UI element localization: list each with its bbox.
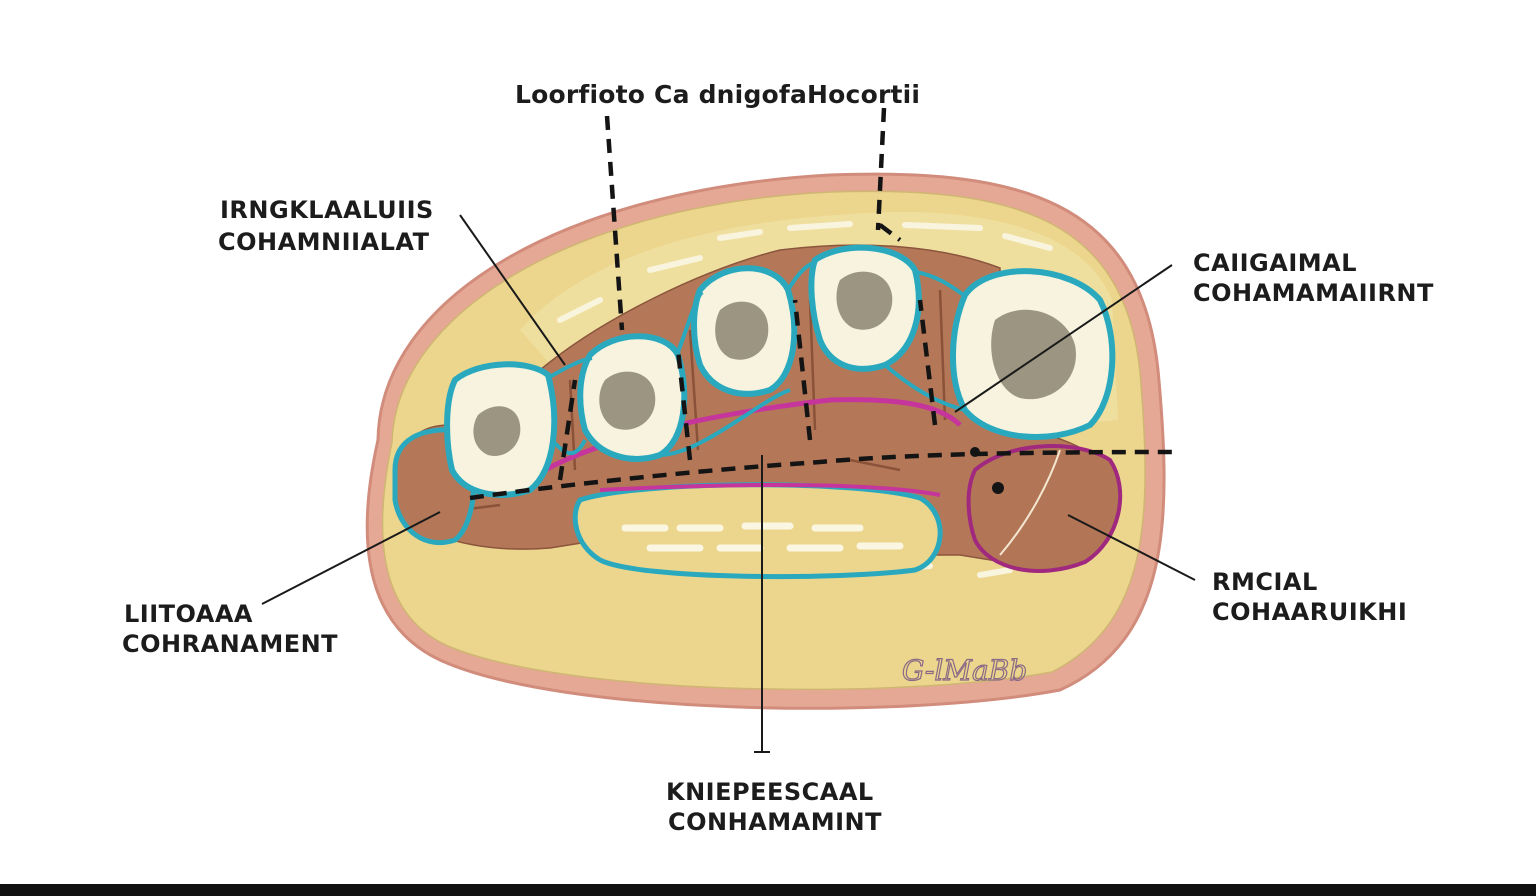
artist-signature: G-lMaBb xyxy=(902,654,1027,687)
dashed-vertical-left xyxy=(604,115,625,331)
label-lower-left-line1: LIITOAAA xyxy=(124,600,253,628)
label-upper-right-line1: CAIIGAIMAL xyxy=(1193,249,1357,277)
label-upper-left-line2: COHAMNIIALAT xyxy=(218,228,430,256)
dashed-septum-left xyxy=(557,379,578,481)
bone-1 xyxy=(444,361,558,498)
magenta-septum-lower xyxy=(599,483,941,497)
dashed-diagonal xyxy=(878,223,902,242)
label-bottom-line1: KNIEPEESCAAL xyxy=(666,778,874,806)
bone-3 xyxy=(691,265,798,397)
leader-lower-left xyxy=(261,511,441,605)
dashed-septum-mid xyxy=(675,349,693,461)
label-lower-left-line2: COHRANAMENT xyxy=(122,630,338,658)
right-compartment xyxy=(966,444,1123,573)
dashed-septum-far xyxy=(917,299,938,426)
label-lower-right-line2: COHAARUIKHI xyxy=(1212,598,1407,626)
dashed-vertical-right xyxy=(875,107,887,231)
bone-2 xyxy=(577,333,688,462)
bottom-frame-strip xyxy=(0,884,1536,896)
bone-4 xyxy=(808,244,922,372)
junction-dot xyxy=(992,482,1004,494)
leader-upper-left xyxy=(459,214,566,366)
leader-upper-right xyxy=(954,264,1173,413)
dashed-septum-right xyxy=(792,299,813,441)
lower-compartment-streaks xyxy=(621,522,904,552)
top-label: Loorfioto Ca dnigofaHocortii xyxy=(515,80,920,109)
dashed-horizontal xyxy=(469,449,1173,501)
right-compartment-strand xyxy=(999,449,1061,556)
label-bottom-line2: CONHAMAMINT xyxy=(668,808,882,836)
label-upper-right-line2: COHAMAMAIIRNT xyxy=(1193,279,1434,307)
bone-5 xyxy=(950,268,1116,440)
label-lower-right-line1: RMCIAL xyxy=(1212,568,1318,596)
junction-dot-2 xyxy=(970,447,980,457)
label-upper-left-line1: IRNGKLAALUIIS xyxy=(220,196,434,224)
leader-lower-right xyxy=(1067,514,1196,581)
